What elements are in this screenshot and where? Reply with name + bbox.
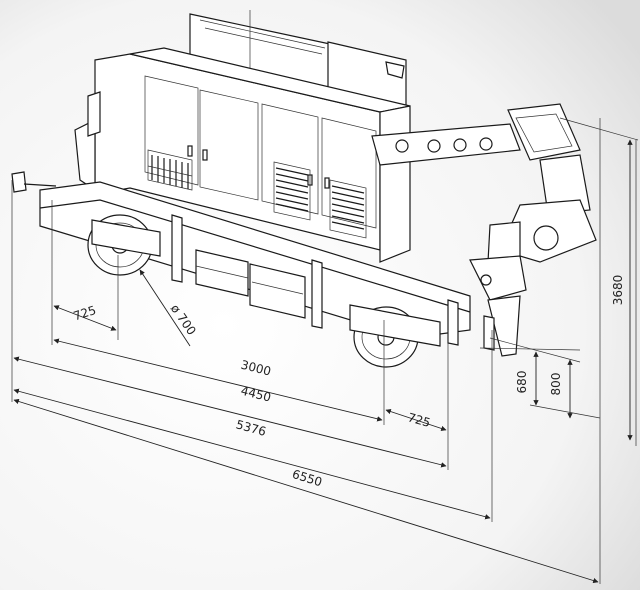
dim-680: 680 bbox=[515, 371, 529, 394]
louver-vent-left bbox=[273, 161, 311, 221]
control-panel bbox=[147, 149, 193, 191]
dim-725-right: 725 bbox=[406, 410, 432, 430]
upper-housing bbox=[189, 10, 407, 113]
dimension-lines bbox=[11, 117, 639, 584]
dim-725-left: 725 bbox=[72, 303, 98, 323]
dim-800: 800 bbox=[549, 373, 563, 396]
boom-arm bbox=[371, 103, 597, 357]
louver-vent-right bbox=[329, 179, 367, 239]
chassis-frame bbox=[11, 171, 495, 351]
dim-3680: 3680 bbox=[611, 275, 625, 306]
generator-trailer bbox=[11, 10, 597, 368]
wheel-front bbox=[87, 214, 161, 276]
